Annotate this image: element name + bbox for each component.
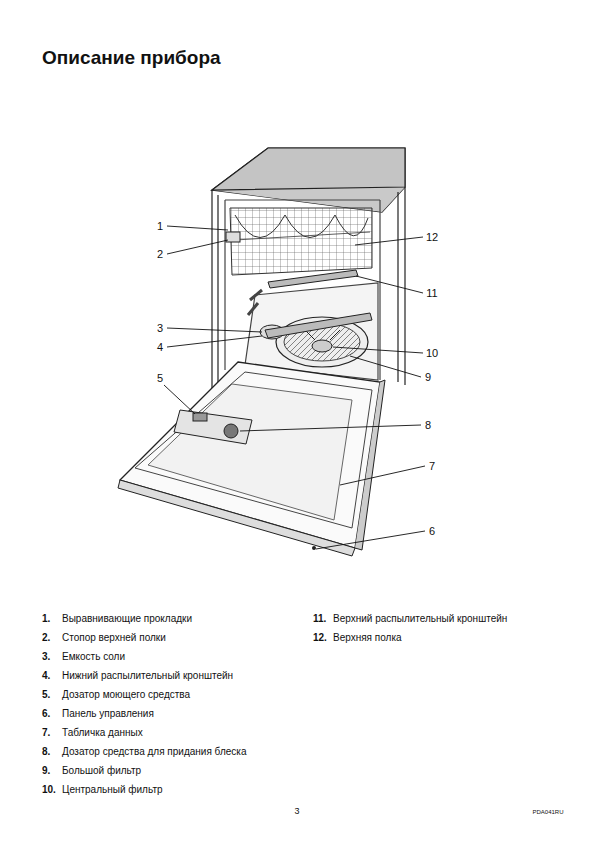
list-number: 8. <box>42 746 50 757</box>
list-number: 10. <box>42 784 56 795</box>
part-name: Большой фильтр <box>62 765 141 776</box>
rinse-aid-dispenser <box>224 424 238 438</box>
list-number: 4. <box>42 670 50 681</box>
list-number: 11. <box>313 613 326 624</box>
list-number: 5. <box>42 689 50 700</box>
callout-number: 11 <box>425 287 438 299</box>
part-name: Стопор верхней полки <box>62 632 166 643</box>
callout-number: 1 <box>156 220 164 232</box>
callout-number: 4 <box>156 341 164 353</box>
leader-lines <box>164 226 425 549</box>
lower-spray-arm <box>265 313 372 338</box>
callout-number: 9 <box>424 371 432 383</box>
part-name: Центральный фильтр <box>62 784 163 795</box>
list-number: 9. <box>42 765 50 776</box>
part-name: Емкость соли <box>62 651 125 662</box>
list-number: 6. <box>42 708 50 719</box>
door <box>118 362 385 556</box>
callout-number: 12 <box>425 231 439 243</box>
callout-number: 2 <box>156 248 164 260</box>
list-number: 2. <box>42 632 50 643</box>
page-title: Описание прибора <box>42 48 221 69</box>
upper-rack <box>226 208 372 275</box>
list-number: 1. <box>42 613 50 624</box>
document-code: PDA041RU <box>531 809 564 816</box>
callout-number: 10 <box>425 347 439 359</box>
callout-number: 8 <box>424 419 432 431</box>
worktop <box>212 148 405 212</box>
part-name: Выравнивающие прокладки <box>62 613 192 624</box>
callout-number: 7 <box>428 460 436 472</box>
central-filter <box>312 340 332 352</box>
list-number: 7. <box>42 727 50 738</box>
callout-number: 5 <box>156 372 164 384</box>
part-name: Дозатор моющего средства <box>62 689 190 700</box>
callout-number: 3 <box>156 322 164 334</box>
part-name: Верхний распылительный кронштейн <box>333 613 507 624</box>
part-name: Верхняя полка <box>333 632 402 643</box>
part-name: Табличка данных <box>62 727 143 738</box>
detergent-dispenser <box>174 410 252 444</box>
callout-number: 6 <box>428 525 436 537</box>
part-name: Панель управления <box>62 708 154 719</box>
part-name: Дозатор средства для придания блеска <box>62 746 246 757</box>
upper-spray-arm <box>268 270 358 288</box>
page-number: 3 <box>293 807 300 817</box>
part-name: Нижний распылительный кронштейн <box>62 670 233 681</box>
list-number: 3. <box>42 651 50 662</box>
rack-stop <box>226 232 240 242</box>
list-number: 12. <box>313 632 327 643</box>
